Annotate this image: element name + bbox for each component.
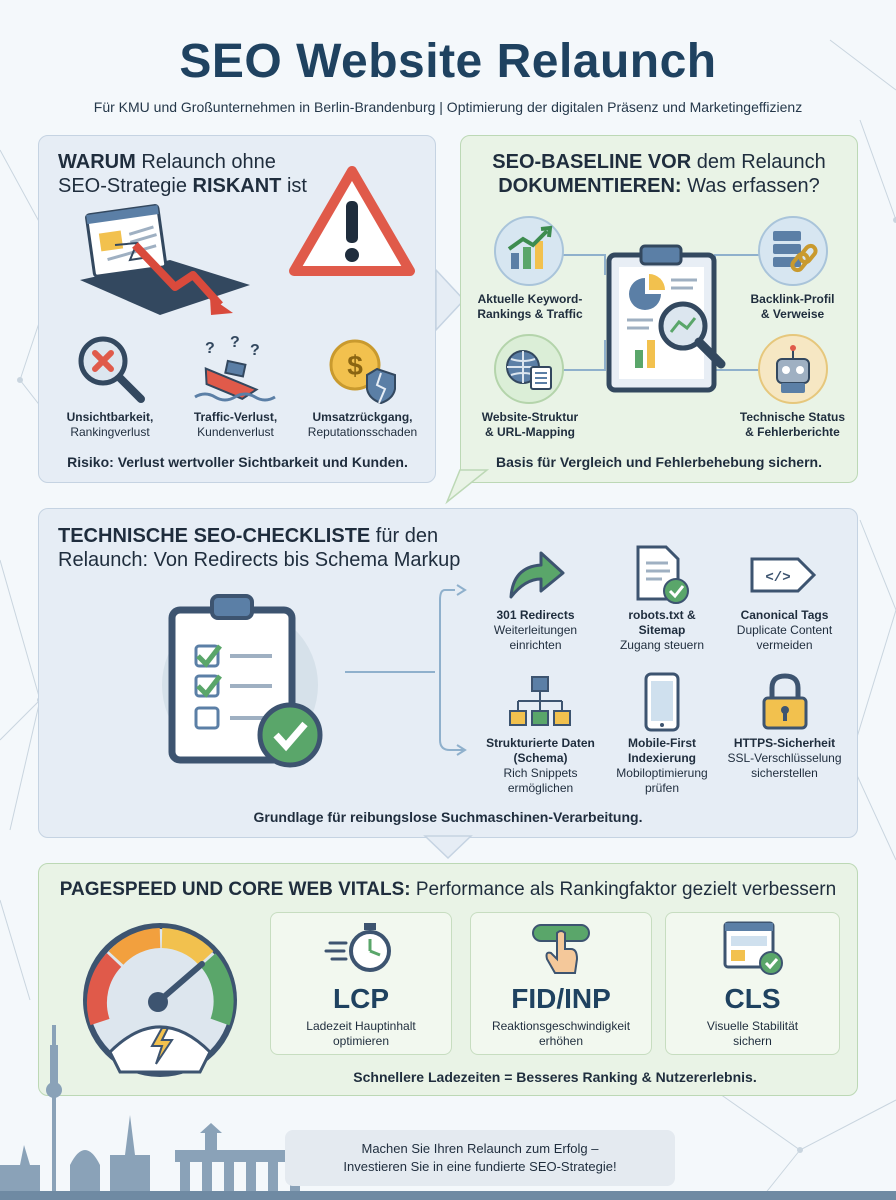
footer-line-1: Machen Sie Ihren Relaunch zum Erfolg –: [361, 1141, 599, 1156]
checklist-connector-bracket: [345, 584, 467, 756]
speedometer-gauge-icon: [83, 923, 237, 1077]
risk-heading: WARUM Relaunch ohne SEO-Strategie RISKAN…: [58, 151, 307, 197]
panel-connector-arrow: [435, 268, 466, 332]
page-subtitle: Für KMU und Großunternehmen in Berlin-Br…: [93, 99, 803, 115]
metric-cls-name: CLS: [724, 983, 781, 1014]
metric-lcp-name: LCP: [333, 983, 389, 1014]
check-item-schema: Strukturierte Daten(Schema)Rich Snippets…: [486, 736, 595, 795]
robot-icon: [758, 334, 828, 404]
svg-text:$: $: [347, 350, 363, 381]
vitals-summary: Schnellere Ladezeiten = Besseres Ranking…: [353, 1069, 757, 1085]
stopwatch-icon: [324, 923, 391, 972]
vitals-heading: PAGESPEED UND CORE WEB VITALS: Performan…: [59, 879, 837, 900]
svg-text:</>: </>: [765, 570, 790, 586]
layout-check-icon: [723, 921, 783, 975]
berlin-skyline-illustration: [0, 1025, 330, 1200]
coin-broken-shield-icon: $: [329, 339, 396, 405]
checklist-clipboard-icon: [162, 594, 323, 768]
redirect-arrow-icon: [509, 551, 565, 599]
risk-item-1: Unsichtbarkeit,Rankingverlust: [66, 410, 154, 439]
risk-item-3: Umsatzrückgang,Reputationsschaden: [307, 410, 418, 439]
baseline-item-2: Backlink-Profil& Verweise: [750, 292, 835, 321]
padlock-icon: [762, 673, 808, 730]
metric-fid-name: FID/INP: [511, 983, 611, 1014]
sinking-ship-icon: ? ? ?: [194, 334, 276, 402]
document-check-icon: [636, 545, 689, 604]
risk-summary: Risiko: Verlust wertvoller Sichtbarkeit …: [67, 454, 408, 470]
checklist-heading: TECHNISCHE SEO-CHECKLISTE für den Relaun…: [58, 525, 461, 571]
baseline-item-3: Website-Struktur& URL-Mapping: [481, 410, 579, 439]
checklist-summary: Grundlage für reibungslose Suchmaschinen…: [253, 809, 643, 825]
baseline-heading: SEO-BASELINE VOR dem Relaunch DOKUMENTIE…: [492, 151, 826, 197]
server-link-icon: [758, 216, 828, 286]
page-title: SEO Website Relaunch: [179, 35, 717, 88]
magnifier-x-icon: [78, 336, 145, 403]
globe-sitemap-icon: [494, 334, 564, 404]
hand-click-icon: [532, 924, 590, 974]
warning-triangle-icon: [289, 166, 415, 276]
smartphone-icon: [644, 672, 680, 732]
svg-text:?: ?: [250, 342, 260, 359]
svg-text:?: ?: [230, 334, 240, 351]
footer-callout: Machen Sie Ihren Relaunch zum Erfolg – I…: [285, 1130, 675, 1186]
code-tag-icon: </>: [750, 557, 817, 593]
baseline-item-1: Aktuelle Keyword-Rankings & Traffic: [477, 292, 583, 321]
broken-website-icon: [80, 204, 250, 315]
panel-connector-arrow-down: [445, 469, 490, 505]
clipboard-analytics-icon: [606, 244, 726, 393]
panel-connector-arrow-down-2: [423, 835, 473, 860]
svg-text:?: ?: [205, 340, 215, 357]
bottom-ground-strip: [0, 1191, 896, 1200]
baseline-summary: Basis für Vergleich und Fehlerbehebung s…: [496, 454, 822, 470]
footer-line-2: Investieren Sie in eine fundierte SEO-St…: [343, 1159, 617, 1174]
baseline-item-4: Technische Status& Fehlerberichte: [739, 410, 846, 439]
chart-growth-icon: [494, 216, 564, 286]
risk-item-2: Traffic-Verlust,Kundenverlust: [193, 410, 278, 439]
hierarchy-icon: [509, 676, 571, 726]
